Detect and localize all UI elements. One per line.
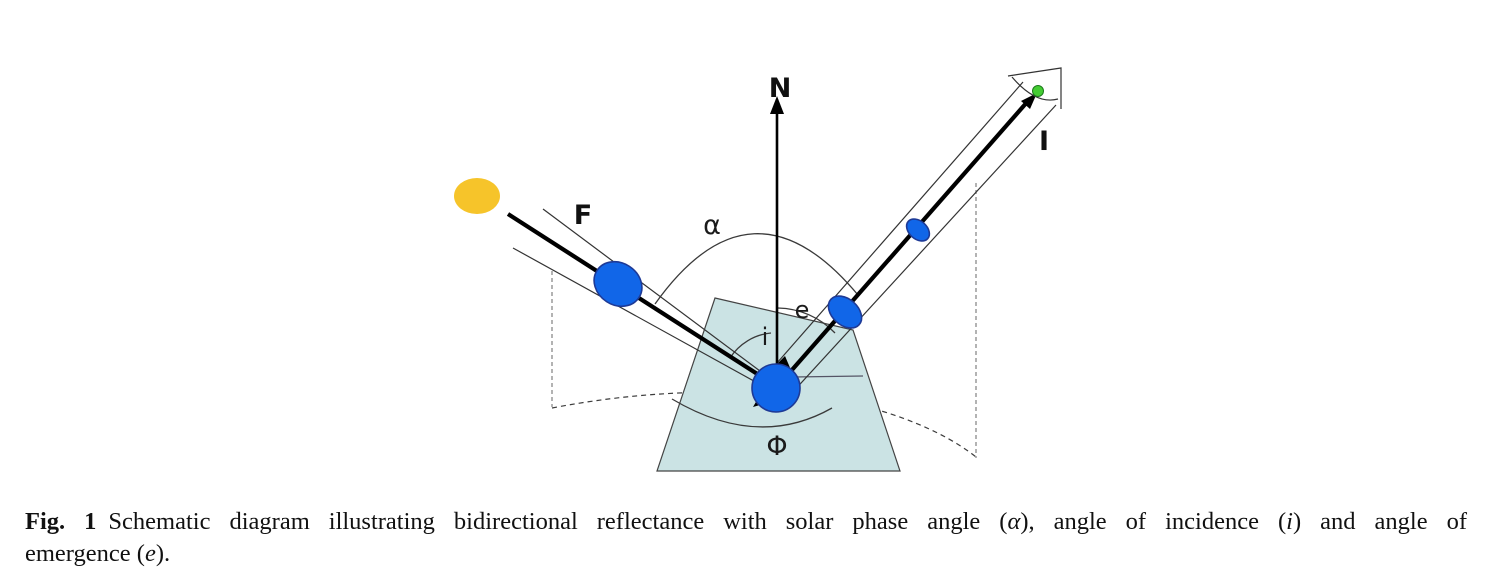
caption-e-symbol: e [144,540,156,568]
intensity-label: I [1039,126,1049,157]
phase-angle-arc [654,233,859,305]
reflectance-diagram: N F I α i e Φ [454,67,1062,472]
emergence-angle-label: e [795,296,810,324]
incident-ray [506,212,775,386]
incident-beam-tube-upper [542,208,773,381]
caption-text-2: ), angle of incidence ( [1020,508,1287,535]
emergent-beam-tube-lower [790,104,1057,395]
caption-text-1: Schematic diagram illustrating bidirecti… [108,508,1008,535]
surface-reference-line [792,375,864,378]
phase-angle-label: α [703,210,721,241]
caption-text-5: ). [155,540,171,568]
caption-line-2: emergence (e). [25,538,1467,570]
diagram-svg: N F I α i e Φ [454,67,1062,472]
caption-alpha-symbol: α [1007,508,1021,535]
caption-text-4: emergence ( [25,540,145,568]
incidence-angle-arc [729,332,772,359]
detector-aperture-arc [1011,76,1059,101]
azimuth-angle-label: Φ [766,431,787,462]
normal-label: N [769,73,792,104]
azimuth-angle-arc [671,398,833,428]
caption-i-symbol: i [1286,508,1293,535]
normal-vector-arrowhead [770,96,784,114]
emergent-beam-disk-lower [827,295,863,329]
detector-corner [1007,67,1062,109]
surface-point-disk [751,363,801,413]
detector-sensor-dot [1032,85,1044,97]
sun-icon [454,178,500,214]
emergent-ray [775,99,1030,389]
caption-text-3: ) and angle of [1292,508,1467,535]
caption-line-1: Fig. 1 Schematic diagram illustrating bid… [25,506,1467,538]
flux-label: F [574,200,592,231]
emergent-beam-disk-upper [905,218,931,242]
emergent-ray-arrowhead [1021,93,1037,109]
emergent-beam-tube-upper [769,81,1024,372]
dashed-azimuth-curve [551,391,977,458]
incident-beam-disk [593,260,643,308]
figure-caption: Fig. 1 Schematic diagram illustrating bid… [25,506,1467,571]
caption-fig-label: Fig. 1 [25,508,97,535]
incidence-angle-label: i [762,323,769,351]
incident-beam-tube-lower [512,247,782,397]
